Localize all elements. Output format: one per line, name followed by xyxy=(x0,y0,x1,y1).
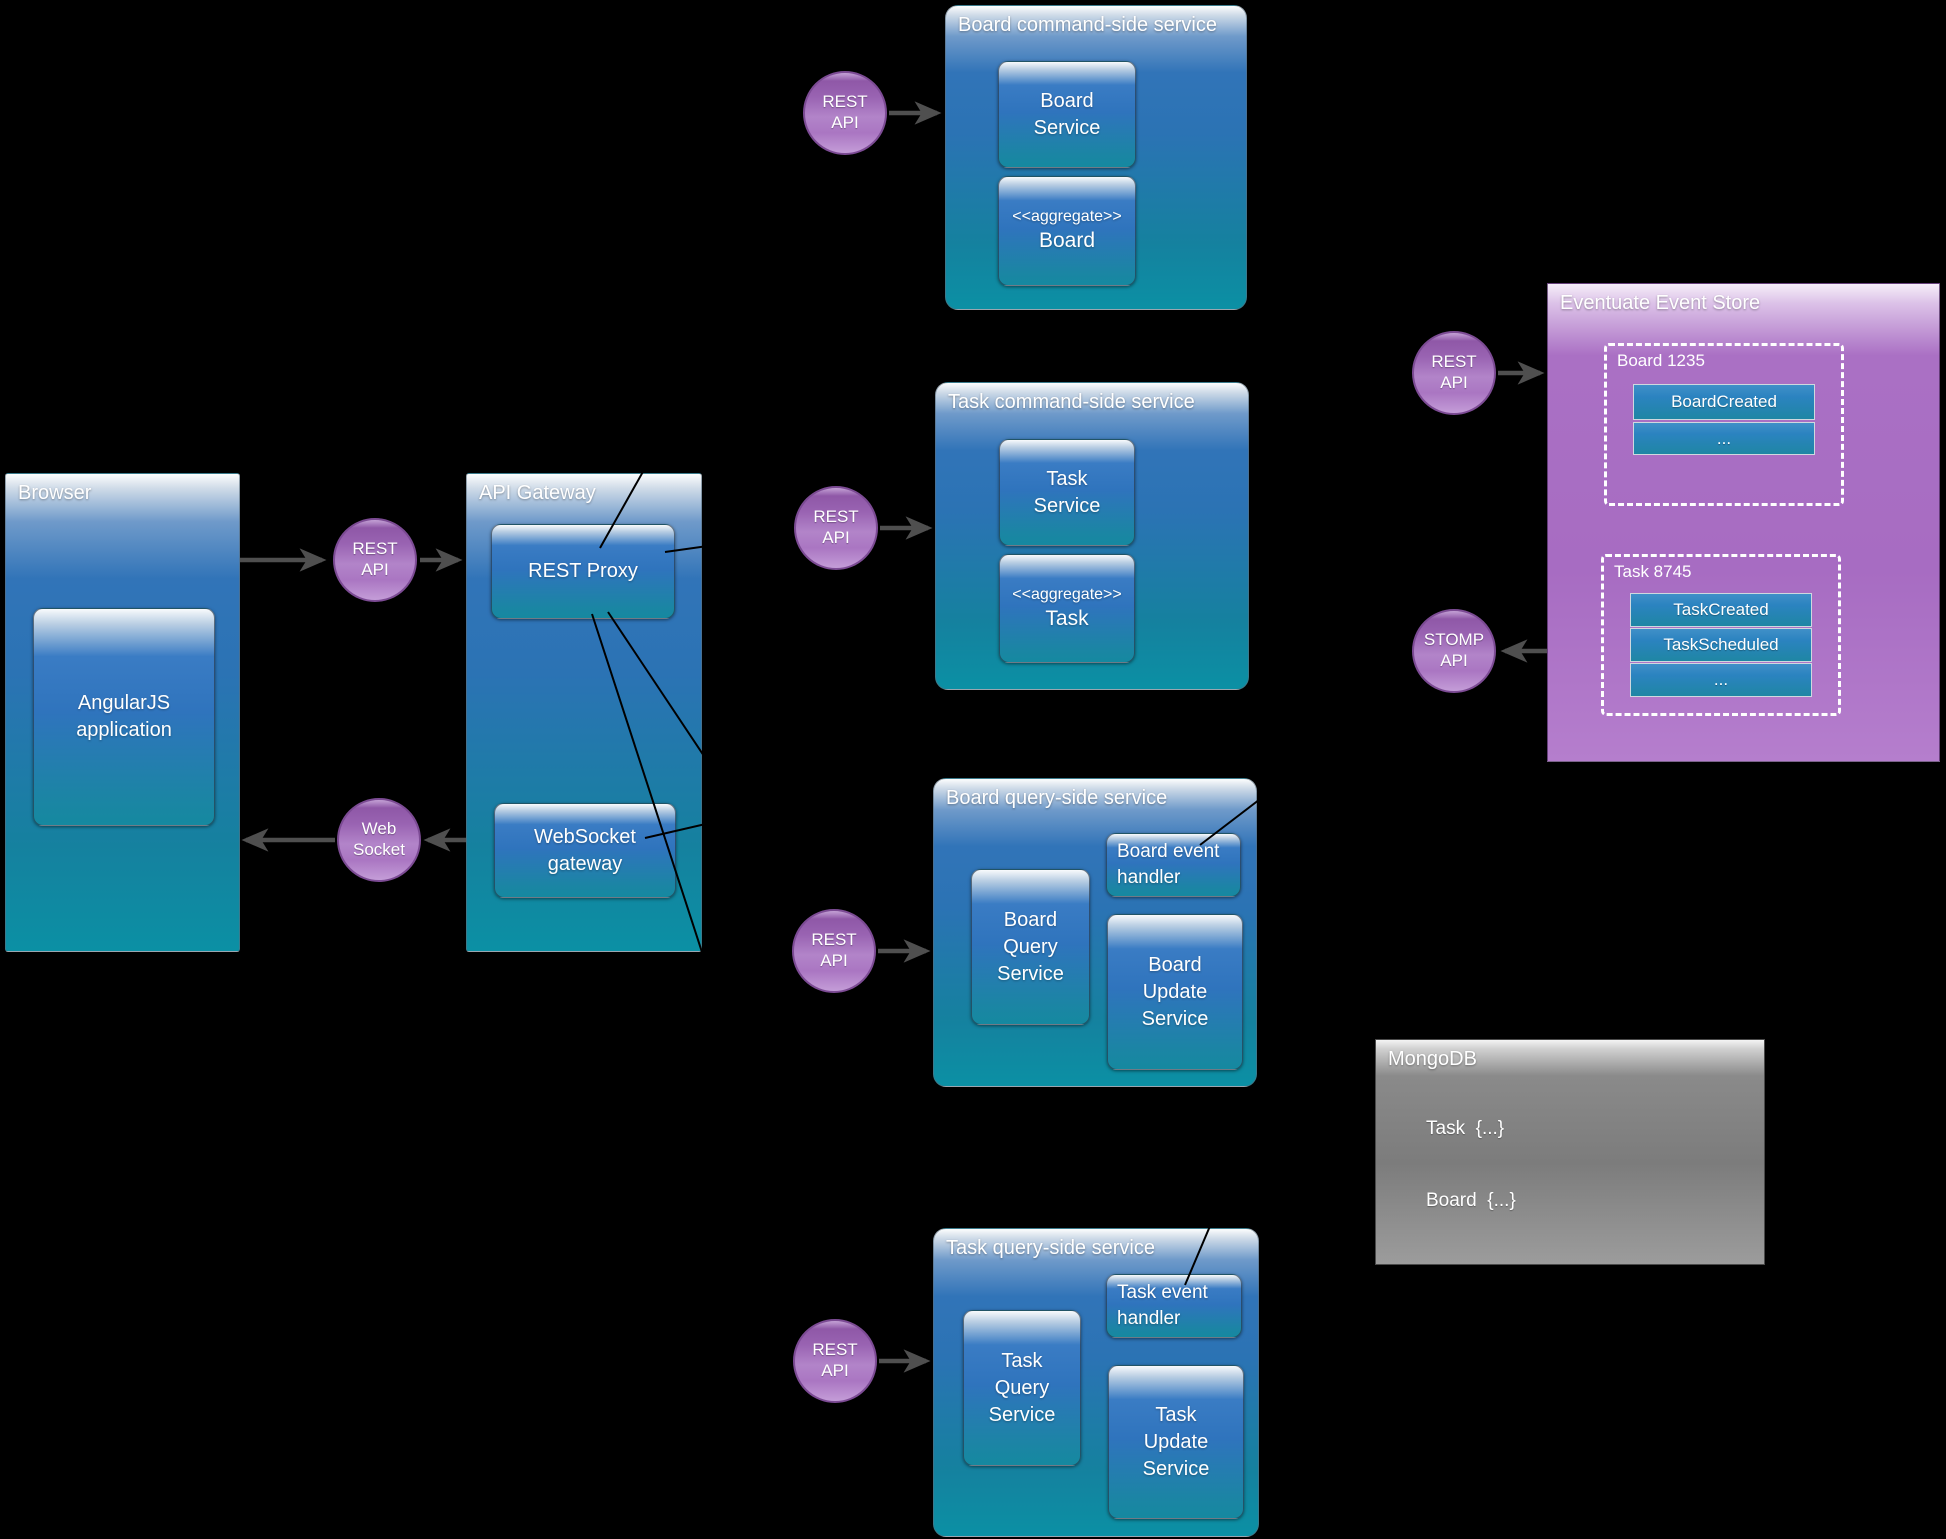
task-event-handler-box: Task event handler xyxy=(1106,1274,1242,1338)
rest-proxy-box: REST Proxy xyxy=(491,524,675,619)
event-bar: TaskScheduled xyxy=(1630,628,1812,662)
task-aggregate-box: <<aggregate>> Task xyxy=(999,554,1135,663)
task-command-service-title: Task command-side service xyxy=(948,391,1195,413)
board-event-handler-box: Board event handler xyxy=(1106,833,1241,897)
task-query-service-box: Task Query Service xyxy=(963,1310,1081,1466)
mongodb-panel: MongoDB Task {...} Board {...} xyxy=(1375,1039,1765,1265)
browser-title: Browser xyxy=(18,482,92,504)
board-aggregate-stereotype: <<aggregate>> xyxy=(1012,208,1122,226)
task-aggregate-name: Task xyxy=(1045,606,1089,630)
event-bar: ... xyxy=(1633,422,1815,455)
angularjs-application-box: AngularJS application xyxy=(33,608,215,826)
mongodb-board-document: Board {...} xyxy=(1426,1190,1516,1211)
board-stream-events: BoardCreated ... xyxy=(1633,384,1815,455)
board-event-stream: Board 1235 BoardCreated ... xyxy=(1604,343,1844,506)
rest-api-circle-event-store: REST API xyxy=(1412,331,1496,415)
api-gateway-panel: API Gateway REST Proxy WebSocket gateway xyxy=(466,473,702,952)
task-query-service-title: Task query-side service xyxy=(946,1237,1155,1259)
event-bar: ... xyxy=(1630,663,1812,697)
board-update-service-box: Board Update Service xyxy=(1107,914,1243,1070)
task-stream-label: Task 8745 xyxy=(1614,562,1692,581)
task-command-service-panel: Task command-side service Task Service <… xyxy=(935,382,1249,690)
board-command-service-panel: Board command-side service Board Service… xyxy=(945,5,1247,310)
rest-api-circle-browser-gateway: REST API xyxy=(333,518,417,602)
board-command-service-title: Board command-side service xyxy=(958,14,1217,36)
mongodb-task-document: Task {...} xyxy=(1426,1118,1505,1139)
board-query-service-title: Board query-side service xyxy=(946,787,1168,809)
task-query-service-panel: Task query-side service Task Query Servi… xyxy=(933,1228,1259,1537)
event-bar: TaskCreated xyxy=(1630,593,1812,627)
mongodb-title: MongoDB xyxy=(1388,1048,1477,1070)
event-store-panel: Eventuate Event Store Board 1235 BoardCr… xyxy=(1547,283,1940,762)
board-query-service-panel: Board query-side service Board Query Ser… xyxy=(933,778,1257,1087)
task-service-box: Task Service xyxy=(999,439,1135,546)
browser-panel: Browser AngularJS application xyxy=(5,473,240,952)
stomp-api-circle: STOMP API xyxy=(1412,609,1496,693)
board-aggregate-name: Board xyxy=(1038,229,1096,253)
api-gateway-title: API Gateway xyxy=(479,482,596,504)
board-service-box: Board Service xyxy=(998,61,1136,168)
gray-arrows xyxy=(240,101,1547,1373)
rest-api-circle-task-query: REST API xyxy=(793,1319,877,1403)
board-stream-label: Board 1235 xyxy=(1617,351,1705,370)
websocket-gateway-box: WebSocket gateway xyxy=(494,803,676,898)
task-event-stream: Task 8745 TaskCreated TaskScheduled ... xyxy=(1601,554,1841,716)
board-aggregate-box: <<aggregate>> Board xyxy=(998,176,1136,286)
rest-api-circle-board-command: REST API xyxy=(803,71,887,155)
web-socket-circle: Web Socket xyxy=(337,798,421,882)
board-query-service-box: Board Query Service xyxy=(971,869,1090,1025)
event-bar: BoardCreated xyxy=(1633,384,1815,420)
task-aggregate-stereotype: <<aggregate>> xyxy=(1012,585,1122,603)
task-stream-events: TaskCreated TaskScheduled ... xyxy=(1630,593,1812,697)
rest-api-circle-board-query: REST API xyxy=(792,909,876,993)
rest-api-circle-task-command: REST API xyxy=(794,486,878,570)
event-store-title: Eventuate Event Store xyxy=(1560,292,1761,314)
task-update-service-box: Task Update Service xyxy=(1108,1365,1244,1519)
